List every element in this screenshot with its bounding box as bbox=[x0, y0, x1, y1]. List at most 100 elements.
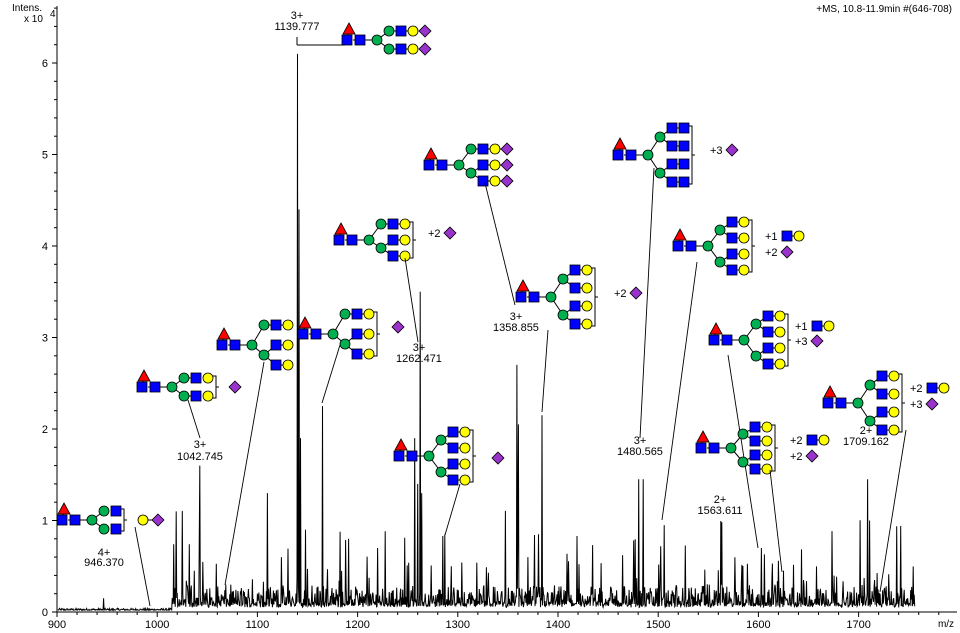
y-axis-scale: x 10 bbox=[24, 14, 43, 25]
galactose-circle bbox=[282, 359, 294, 371]
glcnac-square bbox=[333, 234, 345, 246]
mannose-core-circle bbox=[642, 149, 654, 161]
glcnac-square bbox=[569, 300, 581, 312]
peak-mz-label: 1480.565 bbox=[617, 446, 663, 458]
galactose-circle bbox=[774, 326, 786, 338]
neuac-diamond bbox=[418, 24, 432, 38]
x-tick-label: 1100 bbox=[246, 619, 270, 631]
glcnac-square bbox=[749, 449, 761, 461]
glcnac-square bbox=[726, 216, 738, 228]
glycan-structure-g1358 bbox=[515, 264, 598, 330]
galactose-circle bbox=[202, 372, 214, 384]
y-tick-label: 0 bbox=[42, 607, 48, 619]
mannose-core-circle bbox=[371, 34, 383, 46]
galactose-circle bbox=[774, 358, 786, 370]
x-tick-label: 1500 bbox=[646, 619, 670, 631]
fucose-triangle bbox=[823, 385, 837, 398]
mannose-core-circle bbox=[246, 339, 258, 351]
glcnac-square bbox=[149, 381, 161, 393]
annotation-leader-line bbox=[444, 483, 461, 536]
annotation-leader-line bbox=[879, 429, 907, 593]
glcnac-square bbox=[341, 34, 353, 46]
glcnac-square bbox=[569, 318, 581, 330]
glcnac-square bbox=[351, 308, 363, 320]
galactose-circle bbox=[738, 248, 750, 260]
galactose-circle bbox=[761, 449, 773, 461]
galactose-circle bbox=[888, 370, 900, 382]
annotation-leader-line bbox=[134, 526, 151, 607]
galactose-circle bbox=[581, 264, 593, 276]
mannose-arm-circle bbox=[98, 505, 110, 517]
mannose-core-circle bbox=[725, 442, 737, 454]
glycan-bracket bbox=[213, 375, 219, 399]
glcnac-square bbox=[666, 122, 678, 134]
mannose-arm-circle bbox=[737, 428, 749, 440]
galactose-circle bbox=[282, 319, 294, 331]
y-tick-label: 6 bbox=[42, 58, 48, 70]
glcnac-square bbox=[672, 240, 684, 252]
galactose-circle bbox=[459, 458, 471, 470]
fucose-triangle bbox=[342, 22, 356, 35]
annotation-leader-line bbox=[639, 167, 655, 439]
glcnac-square bbox=[685, 240, 697, 252]
glcnac-square bbox=[708, 334, 720, 346]
glcnac-square bbox=[678, 176, 690, 188]
glycan-structure-g1601 bbox=[695, 421, 778, 475]
glcnac-square bbox=[297, 328, 309, 340]
galactose-circle bbox=[774, 342, 786, 354]
mannose-arm-circle bbox=[714, 224, 726, 236]
neuac-diamond bbox=[780, 245, 794, 259]
glcnac-square bbox=[822, 397, 834, 409]
peak-charge-label: 4+ bbox=[98, 547, 111, 559]
galactose-circle bbox=[888, 424, 900, 436]
glcnac-square bbox=[678, 158, 690, 170]
glcnac-square bbox=[270, 319, 282, 331]
glycan-structure-g1139 bbox=[341, 22, 432, 56]
glcnac-square bbox=[569, 282, 581, 294]
galactose-circle bbox=[823, 320, 835, 332]
glycan-extra-g1709-1: +3 bbox=[910, 397, 939, 411]
glycan-count-label: +2 bbox=[614, 288, 627, 300]
glycan-structure-g1480 bbox=[612, 122, 695, 188]
glcnac-square bbox=[926, 382, 938, 394]
glcnac-square bbox=[876, 388, 888, 400]
fucose-triangle bbox=[57, 502, 71, 515]
mannose-arm-circle bbox=[465, 167, 477, 179]
glcnac-square bbox=[395, 43, 407, 55]
mannose-core-circle bbox=[453, 159, 465, 171]
peak-mz-label: 1358.855 bbox=[493, 322, 539, 334]
mannose-arm-circle bbox=[864, 379, 876, 391]
annotation-leader-line bbox=[541, 329, 549, 413]
mannose-arm-circle bbox=[375, 242, 387, 254]
glycan-extra-g1625-0: +1 bbox=[795, 320, 835, 333]
glcnac-square bbox=[781, 230, 793, 242]
fucose-triangle bbox=[334, 222, 348, 235]
mannose-core-circle bbox=[327, 328, 339, 340]
peak-charge-label: 2+ bbox=[714, 494, 727, 506]
mannose-arm-circle bbox=[465, 143, 477, 155]
galactose-circle bbox=[489, 175, 501, 187]
annotation-leader-line bbox=[404, 257, 419, 343]
glcnac-square bbox=[749, 463, 761, 475]
glcnac-square bbox=[749, 421, 761, 433]
glcnac-square bbox=[346, 234, 358, 246]
glycan-extra-g1601-0: +2 bbox=[790, 434, 830, 447]
glcnac-square bbox=[110, 523, 122, 535]
glcnac-square bbox=[762, 326, 774, 338]
mannose-arm-circle bbox=[435, 434, 447, 446]
mannose-arm-circle bbox=[339, 308, 351, 320]
glycan-count-label: +2 bbox=[765, 247, 778, 259]
mannose-arm-circle bbox=[258, 349, 270, 361]
y-axis-scale-exponent: 4 bbox=[50, 9, 56, 20]
galactose-circle bbox=[459, 442, 471, 454]
y-tick-label: 1 bbox=[42, 516, 48, 528]
glycan-structure-g1262 bbox=[333, 218, 416, 262]
glycan-structure-g1287 bbox=[393, 426, 476, 486]
fucose-triangle bbox=[673, 228, 687, 241]
glcnac-square bbox=[876, 424, 888, 436]
glcnac-square bbox=[351, 348, 363, 360]
neuac-diamond bbox=[500, 142, 514, 156]
glcnac-square bbox=[56, 514, 68, 526]
glcnac-square bbox=[310, 328, 322, 340]
galactose-circle bbox=[888, 406, 900, 418]
